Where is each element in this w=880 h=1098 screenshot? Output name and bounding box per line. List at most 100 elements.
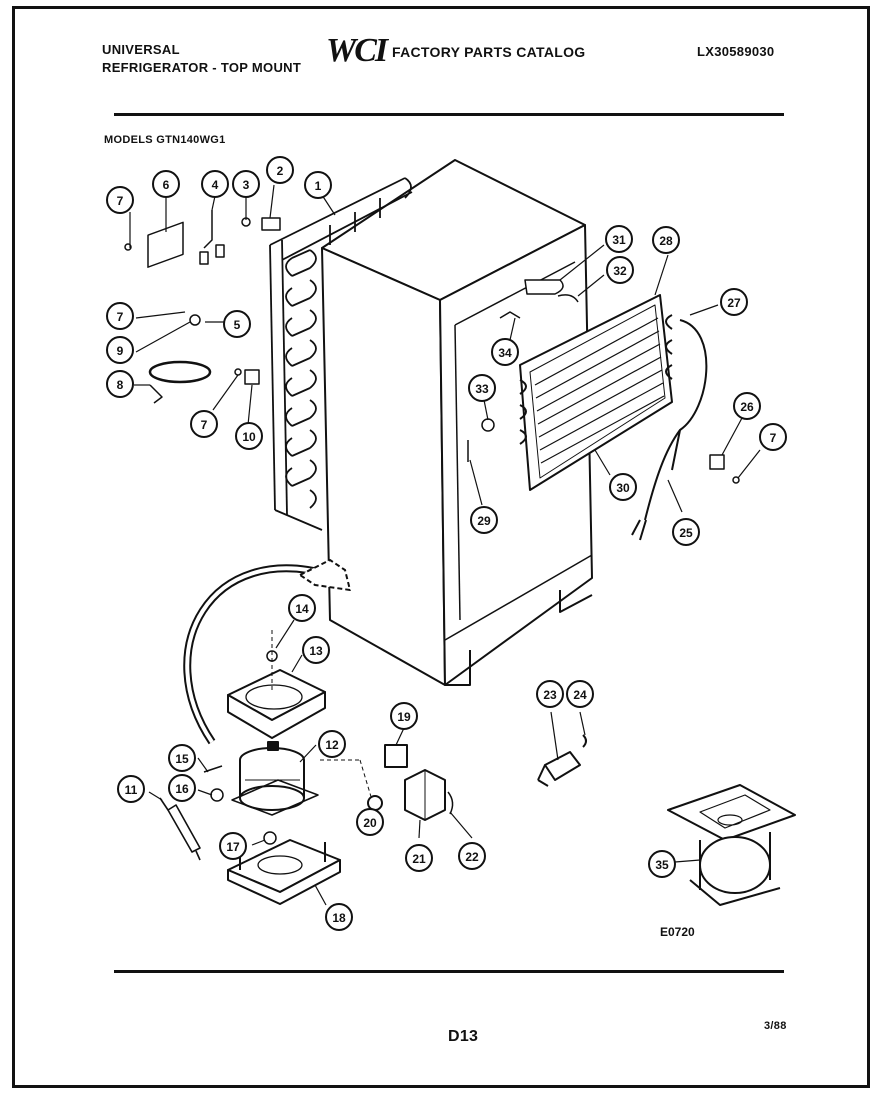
callout-label: 20 <box>363 816 377 830</box>
callout-21: 21 <box>405 844 433 872</box>
refrigerator-cabinet <box>321 159 593 686</box>
callout-24: 24 <box>566 680 594 708</box>
models-label: MODELS GTN140WG1 <box>104 134 226 146</box>
callout-label: 13 <box>309 644 323 658</box>
callout-label: 34 <box>498 346 512 360</box>
callout-33: 33 <box>468 374 496 402</box>
header-rule <box>114 113 784 116</box>
brand-label: UNIVERSAL <box>102 42 180 57</box>
callout-31: 31 <box>605 225 633 253</box>
callout-label: 11 <box>125 783 138 797</box>
callout-3: 3 <box>232 170 260 198</box>
callout-18: 18 <box>325 903 353 931</box>
callout-2: 2 <box>266 156 294 184</box>
callout-label: 30 <box>616 481 630 495</box>
callout-label: 14 <box>295 602 309 616</box>
callout-4: 4 <box>201 170 229 198</box>
callout-22: 22 <box>458 842 486 870</box>
callout-15: 15 <box>168 744 196 772</box>
condenser-fan-motor <box>667 784 796 906</box>
callout-label: 1 <box>315 179 322 193</box>
callout-25: 25 <box>672 518 700 546</box>
compressor <box>231 741 319 816</box>
drawing-code: E0720 <box>660 925 695 939</box>
callout-19: 19 <box>390 702 418 730</box>
condenser-coil <box>269 177 413 531</box>
callout-label: 15 <box>175 752 189 766</box>
callout-label: 29 <box>477 514 491 528</box>
callout-label: 7 <box>117 310 124 324</box>
callout-label: 31 <box>612 233 626 247</box>
callout-30: 30 <box>609 473 637 501</box>
callout-16: 16 <box>168 774 196 802</box>
callout-23: 23 <box>536 680 564 708</box>
callout-label: 9 <box>117 344 124 358</box>
callout-label: 7 <box>201 418 208 432</box>
callout-8: 8 <box>106 370 134 398</box>
revision-date: 3/88 <box>764 1020 787 1032</box>
relay-overload <box>367 744 454 821</box>
page-border <box>12 6 870 1088</box>
callout-10: 10 <box>235 422 263 450</box>
callout-5: 5 <box>223 310 251 338</box>
callout-label: 4 <box>212 178 219 192</box>
callout-label: 7 <box>770 431 777 445</box>
callout-27: 27 <box>720 288 748 316</box>
callout-label: 2 <box>277 164 284 178</box>
callout-13: 13 <box>302 636 330 664</box>
callout-label: 10 <box>242 430 256 444</box>
callout-label: 35 <box>655 858 669 872</box>
callout-label: 6 <box>163 178 170 192</box>
callout-7: 7 <box>190 410 218 438</box>
callout-14: 14 <box>288 594 316 622</box>
callout-1: 1 <box>304 171 332 199</box>
callout-6: 6 <box>152 170 180 198</box>
suction-tube <box>644 319 708 521</box>
callout-label: 28 <box>659 234 673 248</box>
catalog-number: LX30589030 <box>697 44 775 59</box>
callout-9: 9 <box>106 336 134 364</box>
evaporator <box>519 294 673 491</box>
drier <box>159 797 201 861</box>
callout-17: 17 <box>219 832 247 860</box>
callout-20: 20 <box>356 808 384 836</box>
callout-label: 21 <box>412 852 426 866</box>
callout-label: 24 <box>573 688 587 702</box>
compressor-base <box>227 839 341 905</box>
callout-7: 7 <box>106 186 134 214</box>
callout-26: 26 <box>733 392 761 420</box>
callout-label: 27 <box>727 296 741 310</box>
wci-logo: WCI <box>326 32 388 69</box>
callout-label: 12 <box>325 738 339 752</box>
callout-35: 35 <box>648 850 676 878</box>
callout-label: 23 <box>543 688 557 702</box>
callout-label: 26 <box>740 400 754 414</box>
callout-11: 11 <box>117 775 145 803</box>
callout-7: 7 <box>106 302 134 330</box>
callout-label: 17 <box>226 840 240 854</box>
callout-label: 22 <box>465 850 479 864</box>
callout-32: 32 <box>606 256 634 284</box>
callout-7: 7 <box>759 423 787 451</box>
page-code: D13 <box>448 1028 479 1045</box>
callout-34: 34 <box>491 338 519 366</box>
callout-label: 16 <box>175 782 189 796</box>
callout-28: 28 <box>652 226 680 254</box>
callout-label: 5 <box>234 318 241 332</box>
callout-29: 29 <box>470 506 498 534</box>
callout-label: 32 <box>613 264 627 278</box>
catalog-title: FACTORY PARTS CATALOG <box>392 44 586 60</box>
callout-12: 12 <box>318 730 346 758</box>
callout-label: 19 <box>397 710 411 724</box>
callout-label: 33 <box>475 382 489 396</box>
callout-label: 8 <box>117 378 124 392</box>
callout-label: 7 <box>117 194 124 208</box>
capacitor <box>537 751 581 787</box>
footer-rule <box>114 970 784 973</box>
callout-label: 18 <box>332 911 346 925</box>
drain-pan <box>227 669 326 739</box>
product-label: REFRIGERATOR - TOP MOUNT <box>102 60 302 75</box>
callout-label: 3 <box>243 178 250 192</box>
callout-label: 25 <box>679 526 693 540</box>
